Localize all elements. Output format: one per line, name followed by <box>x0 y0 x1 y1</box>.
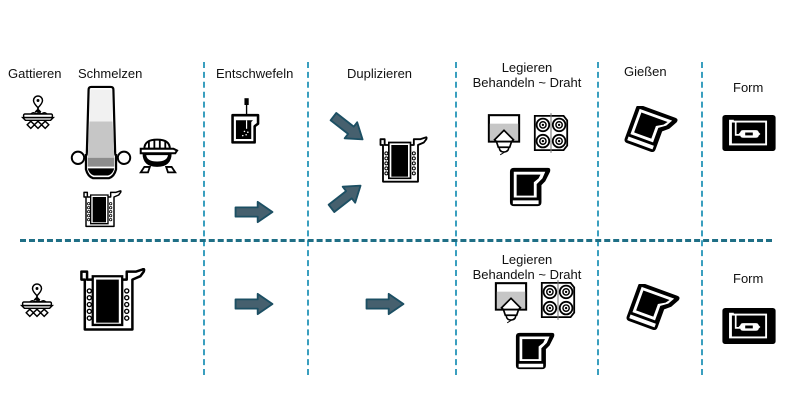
column-divider <box>701 62 703 375</box>
crane-magnet-icon <box>19 282 55 322</box>
stage-label-legieren-line1: Legieren <box>501 252 553 267</box>
arrow-right-icon <box>233 292 275 316</box>
stage-label-legieren-line1: Legieren <box>501 60 553 75</box>
ladle-icon <box>513 331 557 371</box>
stage-label-legieren: Legieren Behandeln ~ Draht <box>464 60 590 90</box>
column-divider <box>203 62 205 375</box>
mold-icon <box>718 114 780 152</box>
hopper-icon <box>487 112 521 158</box>
hopper-icon <box>494 280 528 326</box>
stage-label-form: Form <box>733 271 764 286</box>
cupola-furnace-icon <box>70 84 132 182</box>
tilted-ladle-icon <box>622 106 678 156</box>
ladle-icon <box>507 166 553 208</box>
column-divider <box>307 62 309 375</box>
induction-furnace-icon <box>378 136 428 184</box>
arrow-up-right-icon <box>322 175 370 220</box>
stage-label-entschwefeln: Entschwefeln <box>216 66 294 81</box>
column-divider <box>455 62 457 375</box>
column-divider <box>597 62 599 375</box>
arrow-down-right-icon <box>324 106 372 151</box>
stage-label-gattieren: Gattieren <box>8 66 62 81</box>
row-divider <box>20 239 772 242</box>
stage-label-legieren: Legieren Behandeln ~ Draht <box>464 252 590 282</box>
induction-furnace-icon <box>82 190 122 228</box>
stage-label-giessen: Gießen <box>624 64 667 79</box>
stage-label-form: Form <box>733 80 764 95</box>
arrow-right-icon <box>233 200 275 224</box>
crane-magnet-icon <box>20 94 56 134</box>
stage-label-legieren-line2: Behandeln ~ Draht <box>472 267 582 282</box>
ladle-car-icon <box>137 136 179 176</box>
stage-label-legieren-line2: Behandeln ~ Draht <box>472 75 582 90</box>
wire-feeder-icon <box>540 280 576 320</box>
desulfurization-ladle-icon <box>230 96 264 148</box>
arrow-right-icon <box>364 292 406 316</box>
stage-label-duplizieren: Duplizieren <box>347 66 413 81</box>
stage-label-schmelzen: Schmelzen <box>78 66 143 81</box>
wire-feeder-icon <box>533 112 569 154</box>
tilted-ladle-icon <box>624 284 680 334</box>
induction-furnace-icon <box>78 268 146 332</box>
mold-icon <box>718 307 780 345</box>
